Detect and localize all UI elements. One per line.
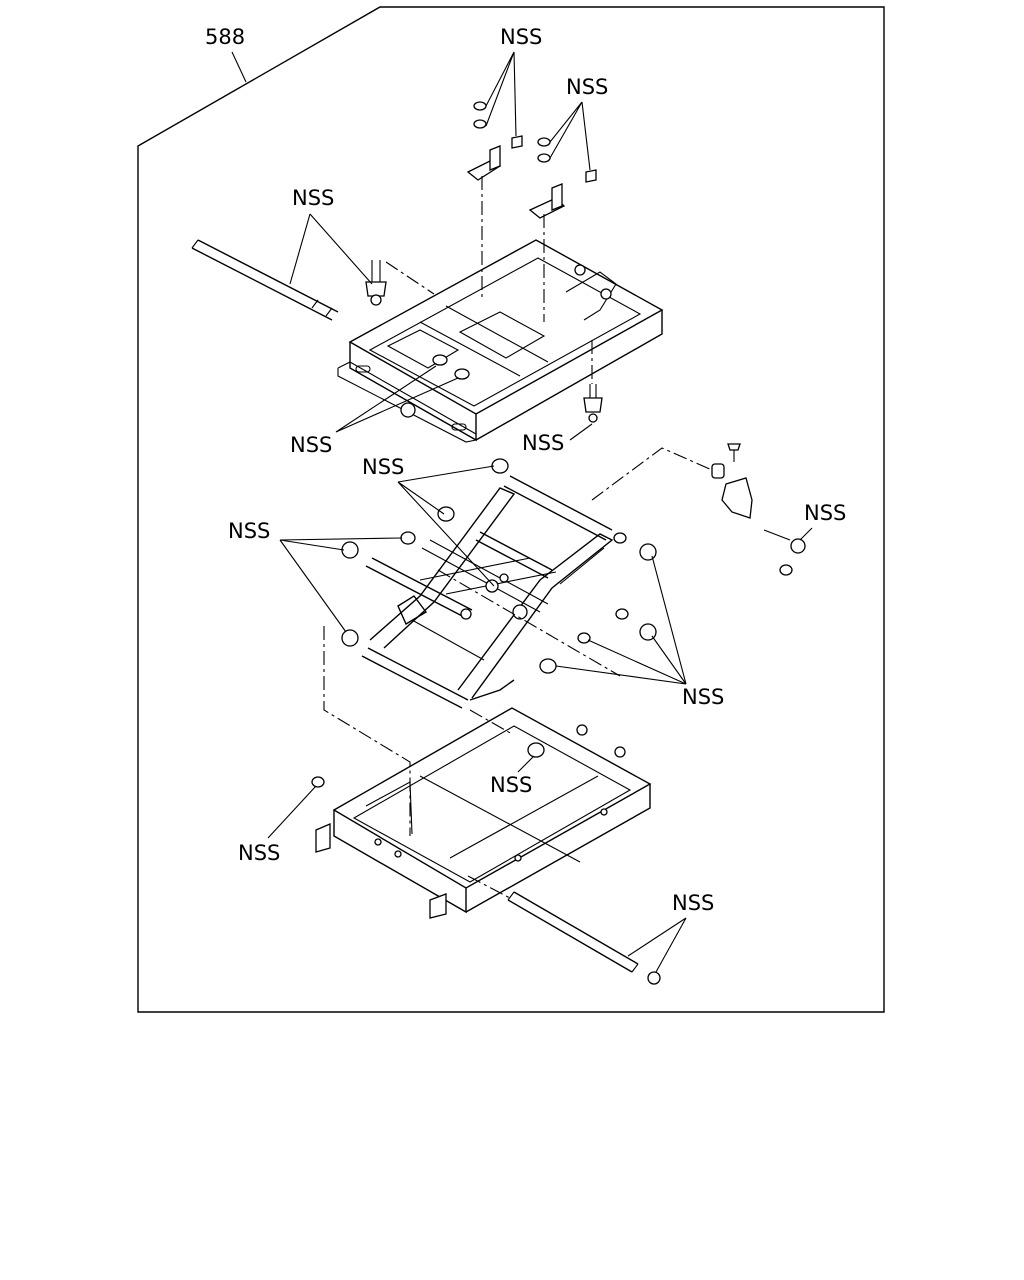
- top-bracket-left: [466, 101, 523, 181]
- callouts: NSS NSS NSS NSS NSS NSS NSS NSS NSS NSS …: [228, 25, 846, 973]
- callout-nss-7: NSS: [804, 501, 846, 525]
- upper-stud-bolt: [365, 260, 387, 306]
- callout-nss-9: NSS: [682, 685, 724, 709]
- callout-nss-4: NSS: [290, 433, 332, 457]
- upper-seat-frame: [337, 239, 664, 443]
- diagram-frame: [137, 6, 885, 1013]
- lower-base-frame: [315, 707, 652, 919]
- upper-bottom-bolt: [583, 384, 603, 423]
- side-latch: [711, 443, 806, 576]
- bushings: [341, 458, 657, 674]
- lower-bushing: [527, 742, 545, 758]
- callout-nss-10: NSS: [490, 773, 532, 797]
- lower-shaft: [507, 891, 661, 985]
- assembly-number-leader: [231, 51, 247, 83]
- snap-ring-upper-a: [432, 354, 448, 366]
- callout-nss-3: NSS: [292, 186, 334, 210]
- top-bracket-right: [528, 137, 597, 219]
- callout-nss-11: NSS: [238, 841, 280, 865]
- callout-nss-12: NSS: [672, 891, 714, 915]
- assembly-line-mid-2: [323, 626, 411, 836]
- assembly-line-mid-4: [469, 709, 513, 735]
- assembly-line-lower-1: [467, 875, 511, 899]
- upper-shaft: [191, 239, 339, 321]
- assembly-line-mid-1: [591, 447, 713, 501]
- callout-nss-5: NSS: [522, 431, 564, 455]
- callout-nss-8: NSS: [228, 519, 270, 543]
- callout-nss-2: NSS: [566, 75, 608, 99]
- callout-nss-6: NSS: [362, 455, 404, 479]
- snap-ring-lower-left: [311, 776, 325, 788]
- callout-nss-1: NSS: [500, 25, 542, 49]
- snap-ring-upper-b: [454, 368, 470, 380]
- assembly-line-upper-3: [385, 261, 435, 295]
- assembly-number: 588: [205, 25, 245, 49]
- scissor-mechanism: [361, 475, 614, 709]
- assembly-line-mid-3: [437, 569, 621, 677]
